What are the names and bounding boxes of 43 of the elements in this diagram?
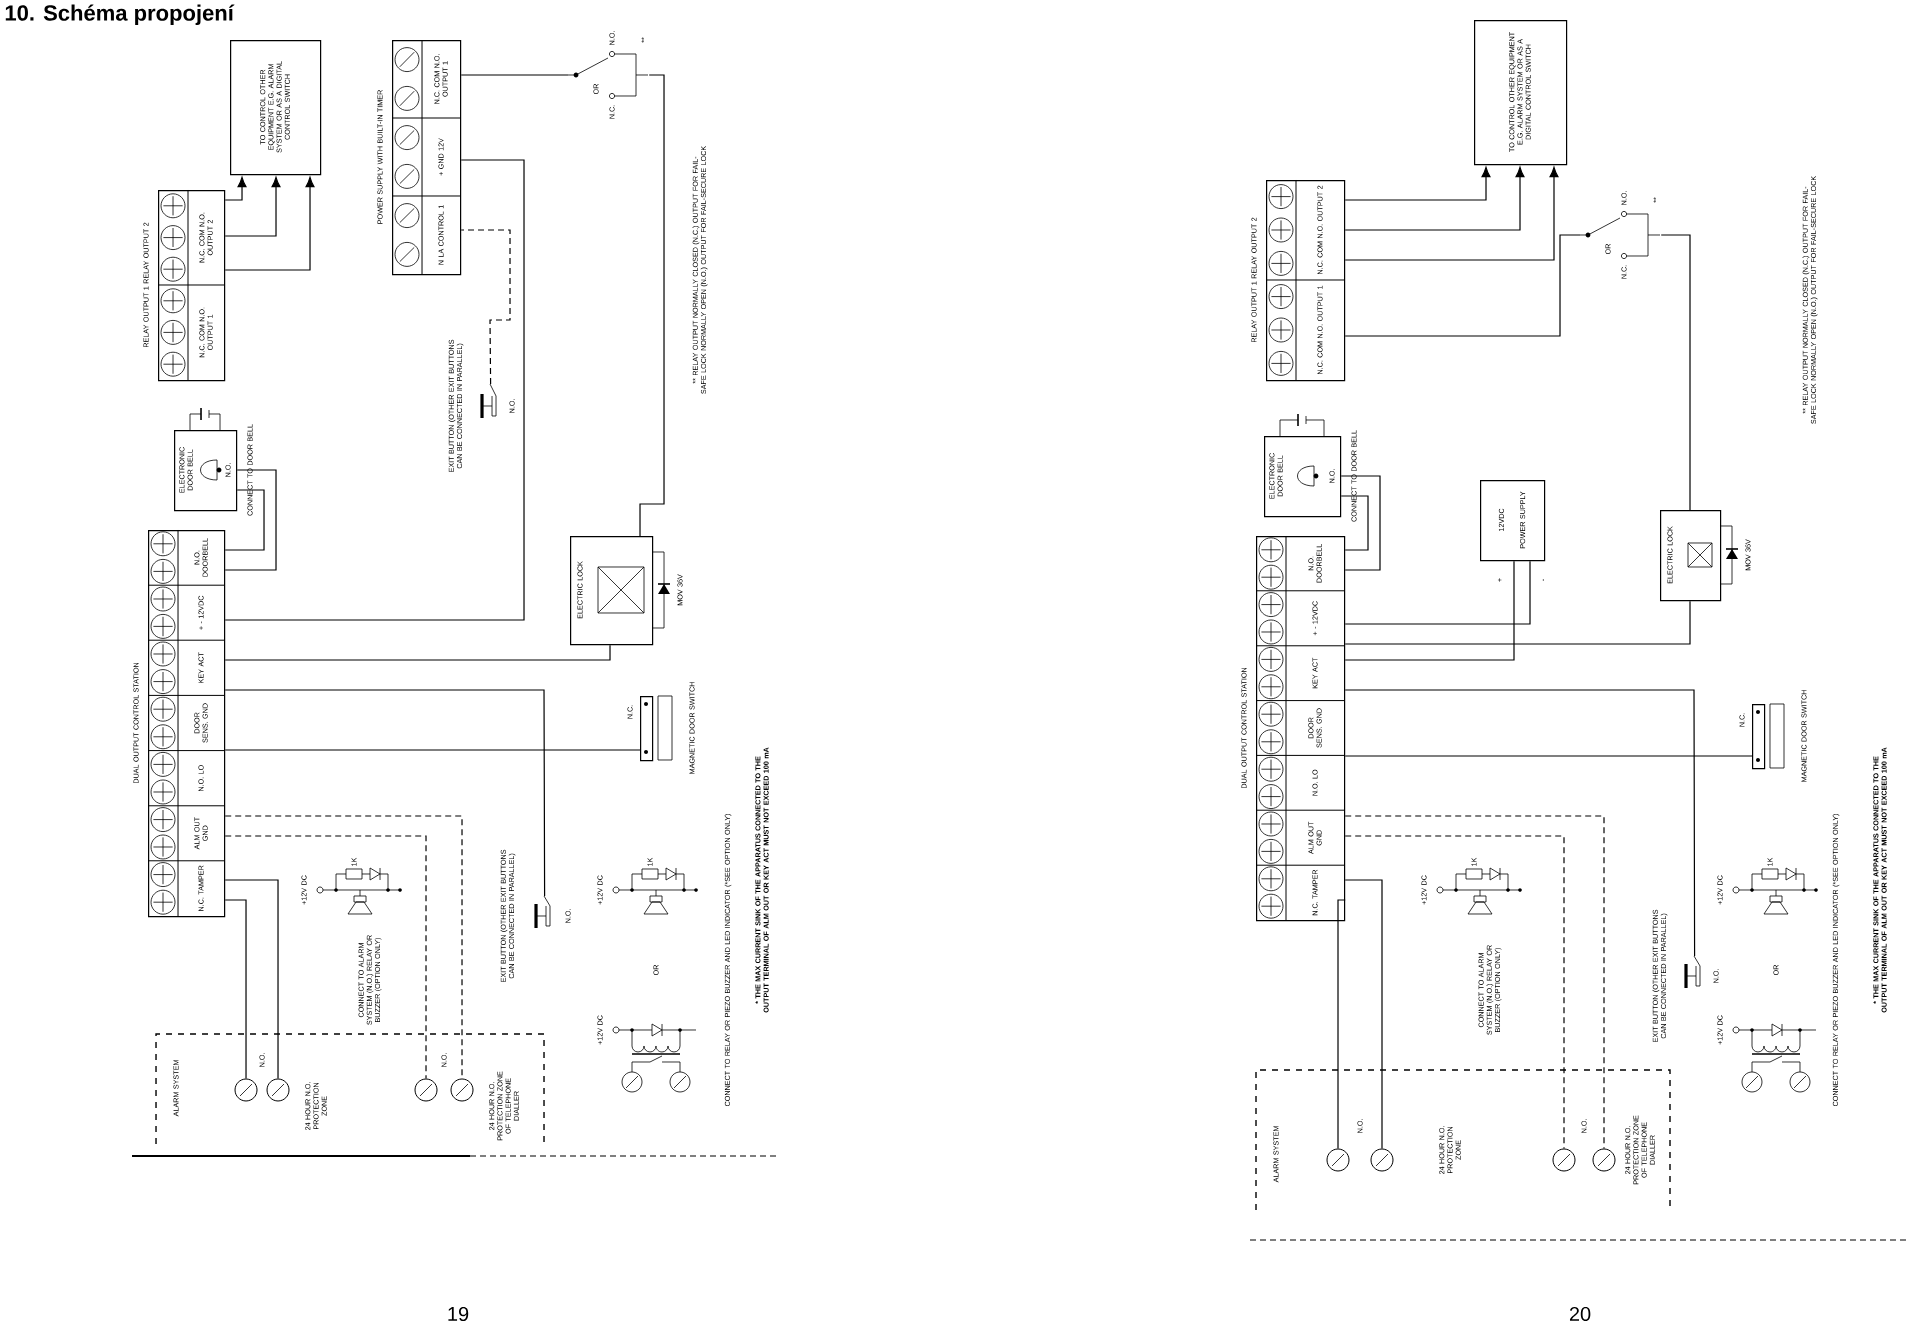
wire (224, 835, 427, 1080)
wire (1344, 600, 1691, 645)
wire (1337, 899, 1346, 1150)
wire (460, 229, 511, 385)
wire (1344, 234, 1581, 337)
wire (1344, 166, 1559, 261)
wire (1344, 879, 1383, 1150)
terminal-screw (1592, 1148, 1616, 1172)
wire (224, 689, 546, 897)
wire (1344, 166, 1491, 201)
wire (224, 749, 641, 751)
wire (1344, 166, 1525, 231)
wire (460, 74, 569, 76)
wire (1344, 689, 1696, 957)
terminal-screw (450, 1078, 474, 1102)
wire (224, 644, 611, 661)
terminal-screw (266, 1078, 290, 1102)
wire (1344, 560, 1515, 661)
wire (224, 176, 315, 271)
wire (1344, 755, 1753, 757)
wire (224, 469, 277, 571)
wire (1344, 815, 1605, 1150)
terminal-screw (1552, 1148, 1576, 1172)
terminal-screw (234, 1078, 258, 1102)
terminal-screw (1326, 1148, 1350, 1172)
wire (224, 879, 279, 1080)
wire (224, 489, 265, 551)
terminal-screw (1370, 1148, 1394, 1172)
wire (1344, 835, 1565, 1150)
wire (1340, 495, 1369, 551)
wire (224, 159, 525, 621)
wire (224, 899, 247, 1080)
wire (639, 74, 665, 537)
terminal-screw (414, 1078, 438, 1102)
wire (224, 815, 463, 1080)
page-number: 19 (448, 1306, 469, 1322)
wire (224, 176, 281, 237)
wire (1344, 560, 1531, 625)
wire (224, 176, 247, 201)
wire (1340, 475, 1381, 571)
page-number: 20 (1569, 1306, 1591, 1322)
wire (1660, 234, 1691, 511)
page-title: 10. Schéma propojení (5, 4, 235, 26)
